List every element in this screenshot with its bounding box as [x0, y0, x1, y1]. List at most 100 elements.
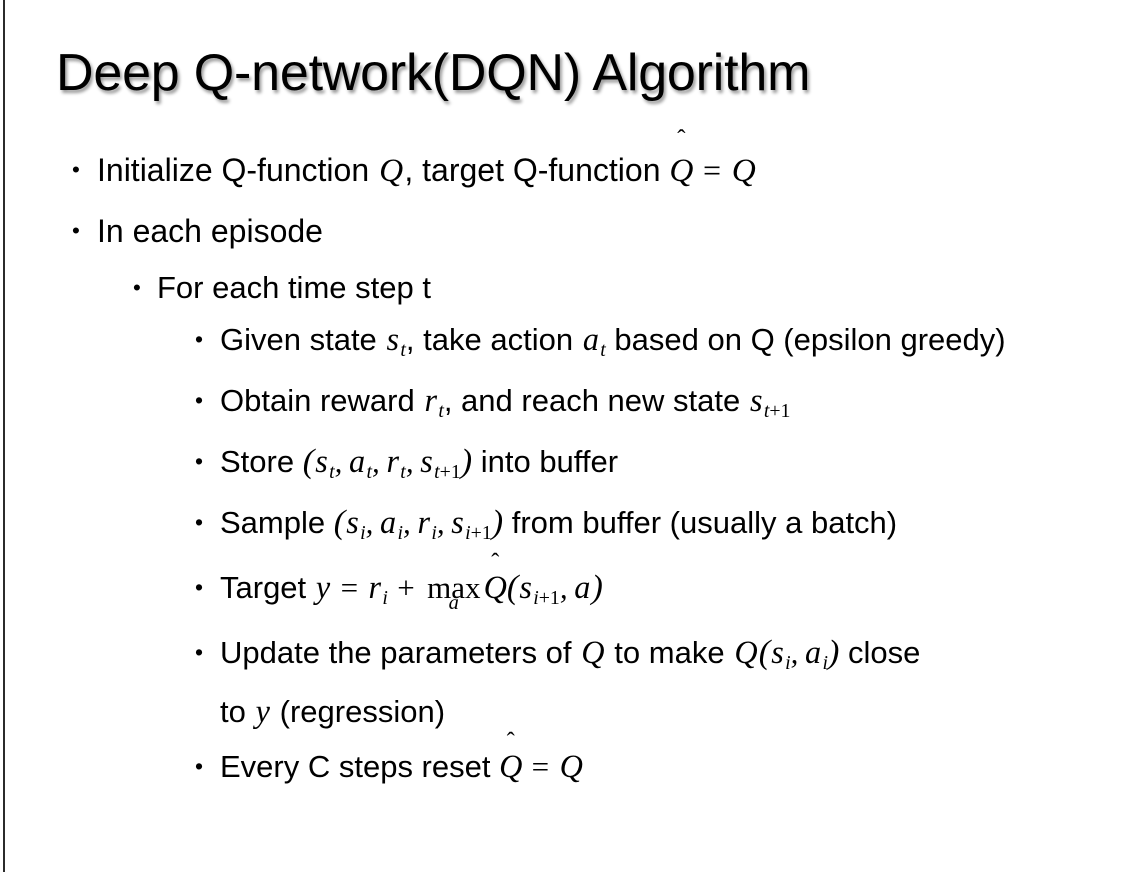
- bullet-marker-icon: •: [195, 638, 204, 665]
- math-subscript-t: t: [400, 338, 406, 361]
- math-comma: ,: [405, 443, 414, 479]
- page-title: Deep Q-network(DQN) Algorithm: [56, 44, 811, 102]
- bullet-text: Initialize Q-function Q, target Q-functi…: [97, 140, 1092, 201]
- math-var-r: r: [417, 503, 430, 540]
- bullet-marker-icon: •: [72, 218, 80, 243]
- bullet-text: For each time step t: [157, 270, 431, 305]
- text-segment: Given state: [220, 322, 386, 357]
- math-operator-equals: =: [703, 152, 722, 188]
- text-segment: Store: [220, 443, 303, 479]
- math-var-y: y: [315, 568, 331, 605]
- math-paren-open: (: [302, 442, 315, 480]
- math-var-a: a: [805, 633, 822, 670]
- math-var-s: s: [386, 321, 400, 357]
- math-comma: ,: [436, 504, 445, 540]
- math-var-s: s: [749, 381, 763, 418]
- math-paren-close: ): [827, 633, 840, 671]
- text-segment: from buffer (usually a batch): [503, 504, 898, 540]
- slide-left-edge-rule: [3, 0, 5, 872]
- math-paren-close: ): [591, 568, 603, 606]
- bullet-marker-icon: •: [195, 326, 204, 352]
- math-comma: ,: [334, 443, 343, 479]
- math-subscript-t: t: [438, 399, 444, 422]
- max-underscript-a: a: [448, 591, 459, 614]
- math-var-q: Q: [379, 152, 404, 189]
- math-subscript-t: t: [329, 460, 335, 483]
- math-paren-open: (: [506, 568, 519, 606]
- text-segment: (regression): [271, 693, 446, 729]
- math-var-r: r: [424, 381, 437, 418]
- bullet-marker-icon: •: [195, 752, 204, 779]
- slide-body: • Initialize Q-function Q, target Q-func…: [0, 140, 1124, 791]
- math-subscript-i-plus-1: i+1: [533, 586, 560, 609]
- bullet-marker-icon: •: [195, 508, 204, 535]
- text-segment: Obtain reward: [220, 382, 424, 418]
- math-comma: ,: [371, 443, 380, 479]
- text-segment: Sample: [220, 504, 334, 540]
- math-comma: ,: [790, 634, 799, 670]
- text-segment: Update the parameters of: [220, 634, 581, 670]
- math-operator-equals: =: [531, 748, 550, 784]
- math-var-q: Q: [559, 747, 583, 784]
- text-segment: Every C steps reset: [220, 748, 500, 784]
- math-var-s-next: s: [420, 442, 433, 479]
- math-var-s-next: s: [519, 568, 532, 605]
- text-segment: , take action: [405, 322, 582, 357]
- math-subscript-i: i: [397, 521, 403, 544]
- math-var-r: r: [386, 442, 399, 479]
- bullet-given-state-take-action: • Given state st, take action at based o…: [195, 315, 1100, 374]
- text-segment: based on Q (epsilon greedy): [605, 322, 1006, 357]
- math-var-q-hat: ̂Q: [669, 140, 693, 201]
- bullet-text: Store (st,at,rt,st+1) into buffer: [220, 437, 1100, 496]
- math-var-s: s: [315, 442, 328, 479]
- math-subscript-i: i: [382, 586, 388, 609]
- math-var-s-next: s: [451, 503, 464, 540]
- bullet-text: Given state st, take action at based on …: [220, 315, 1100, 374]
- text-segment: close to: [220, 634, 921, 729]
- bullet-every-c-steps-reset: • Every C steps reset ̂Q=Q: [195, 742, 1100, 791]
- hat-base: Q: [499, 747, 523, 784]
- math-comma: ,: [403, 504, 411, 540]
- hat-base: Q: [669, 152, 694, 189]
- math-paren-close: ): [460, 442, 473, 480]
- math-var-s: s: [771, 633, 784, 670]
- math-var-q: Q: [581, 633, 605, 670]
- math-var-q-hat: ̂Q: [484, 563, 507, 612]
- math-subscript-i: i: [431, 521, 437, 544]
- math-var-q-applied: Q: [734, 633, 758, 670]
- bullet-text: In each episode: [97, 213, 323, 249]
- math-var-q-hat: ̂Q: [499, 742, 522, 791]
- bullet-marker-icon: •: [72, 157, 80, 182]
- max-operator-label: max: [427, 569, 481, 605]
- math-var-y: y: [255, 692, 270, 729]
- math-operator-equals: =: [340, 569, 359, 605]
- bullet-sample-from-buffer: • Sample (si,ai,ri,si+1) from buffer (us…: [195, 498, 1100, 557]
- text-segment: to make: [605, 634, 734, 670]
- bullet-marker-icon: •: [133, 275, 141, 300]
- bullet-initialize-q-function: • Initialize Q-function Q, target Q-func…: [72, 140, 1092, 201]
- bullet-for-each-time-step: • For each time step t: [133, 261, 1093, 315]
- text-segment: , target Q-function: [404, 152, 670, 188]
- bullet-update-parameters-regression: • Update the parameters of Q to make Q(s…: [195, 628, 1100, 736]
- text-segment: Target: [220, 569, 315, 605]
- math-var-a: a: [349, 442, 366, 479]
- math-var-a: a: [582, 321, 599, 357]
- bullet-in-each-episode: • In each episode: [72, 201, 1092, 261]
- math-paren-open: (: [333, 503, 346, 541]
- math-var-r: r: [368, 568, 382, 605]
- bullet-text: Target y=ri+maxâQ(si+1,a): [220, 563, 1100, 622]
- bullet-text: Obtain reward rt, and reach new state st…: [220, 376, 1100, 435]
- math-operator-plus: +: [397, 569, 415, 605]
- math-var-q-rhs: Q: [731, 152, 756, 189]
- bullet-marker-icon: •: [195, 447, 204, 474]
- hat-base: Q: [483, 568, 507, 605]
- bullet-text: Sample (si,ai,ri,si+1) from buffer (usua…: [220, 498, 1100, 557]
- math-subscript-t-plus-1: t+1: [763, 399, 791, 422]
- math-subscript-t: t: [366, 460, 372, 483]
- bullet-obtain-reward-reach-state: • Obtain reward rt, and reach new state …: [195, 376, 1100, 435]
- math-subscript-t: t: [600, 338, 606, 361]
- text-segment: , and reach new state: [443, 382, 749, 418]
- math-subscript-i-plus-1: i+1: [465, 521, 492, 544]
- bullet-text: Update the parameters of Q to make Q(si,…: [220, 628, 1100, 736]
